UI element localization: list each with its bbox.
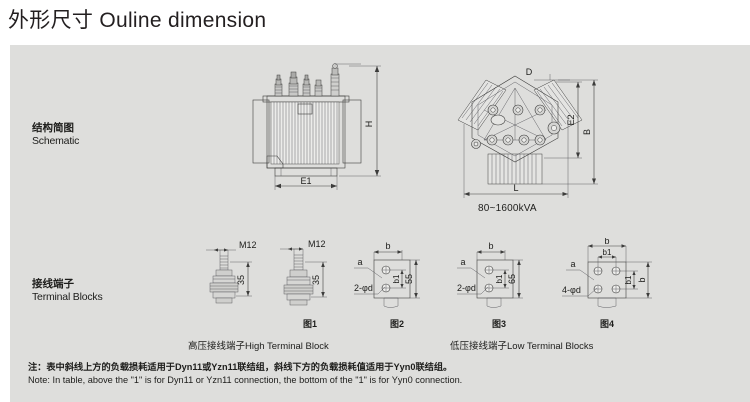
note-chinese: 注：表中斜线上方的负载损耗适用于Dyn11或Yzn11联结组，斜线下方的负载损耗… [28,362,453,372]
dimension-label-H: H [364,121,374,128]
figure-number-4: 图4 [600,319,615,329]
terminal-label-height: 35 [236,275,246,285]
row-label-schematic-cn: 结构简图 [32,122,74,134]
terminal-label-holes: 2-φd [457,283,476,293]
figure-number-2: 图2 [390,319,405,329]
terminal-label-M12: M12 [239,240,257,250]
notes-block: 注：表中斜线上方的负载损耗适用于Dyn11或Yzn11联结组，斜线下方的负载损耗… [28,361,462,387]
terminal-label-height: 65 [507,274,517,284]
terminal-label-b1: b1 [392,274,401,283]
terminal-label-holes: 2-φd [354,283,373,293]
row-label-terminal-blocks-cn: 接线端子 [32,278,74,290]
terminal-label-a: a [460,257,465,267]
terminal-label-M12: M12 [308,239,326,249]
dimension-label-L: L [513,183,518,193]
terminal-label-b: b [488,241,493,251]
caption-low-terminal-blocks: 低压接线端子Low Terminal Blocks [450,341,594,352]
dimension-label-D: D [526,67,533,77]
figure-number-3: 图3 [492,319,507,329]
figure-number-1: 图1 [303,319,318,329]
terminal-label-b1-vertical: b1 [624,275,633,284]
note-english: Note: In table, above the "1" is for Dyn… [28,375,463,385]
dimension-label-E1: E1 [300,176,311,186]
terminal-plate-figure-2: b b1 55 a 2-φd [352,238,448,316]
terminal-bolt-figure-left: M12 35 [196,238,266,316]
terminal-label-height: 35 [311,275,321,285]
transformer-top-view-drawing: D E2 B L [430,58,610,208]
caption-high-terminal-block: 高压接线端子High Terminal Block [188,341,329,352]
terminal-label-b-vertical: b [637,277,647,282]
terminal-label-b1: b1 [495,274,504,283]
row-label-schematic-en: Schematic [32,135,80,147]
terminal-label-a: a [357,257,362,267]
terminal-label-b1: b1 [603,248,612,257]
caption-kva-range: 80~1600kVA [478,203,537,214]
terminal-label-b: b [604,238,609,246]
row-label-terminal-blocks: 接线端子 Terminal Blocks [32,278,103,304]
transformer-side-view-drawing: H E1 [245,58,405,203]
dimension-label-E2: E2 [566,114,576,125]
row-label-terminal-blocks-en: Terminal Blocks [32,291,103,303]
terminal-plate-figure-3: b b1 65 a 2-φd [455,238,551,316]
terminal-plate-figure-4: b b1 b1 b a 4-φd [560,238,664,316]
page-title: 外形尺寸 Ouline dimension [8,9,267,32]
terminal-label-holes: 4-φd [562,285,581,295]
terminal-label-height: 55 [404,274,414,284]
row-label-schematic: 结构简图 Schematic [32,122,79,148]
terminal-label-a: a [570,259,575,269]
terminal-label-b: b [385,241,390,251]
content-panel [10,45,750,402]
dimension-label-B: B [582,129,592,135]
terminal-bolt-figure-1: M12 35 [268,238,346,316]
